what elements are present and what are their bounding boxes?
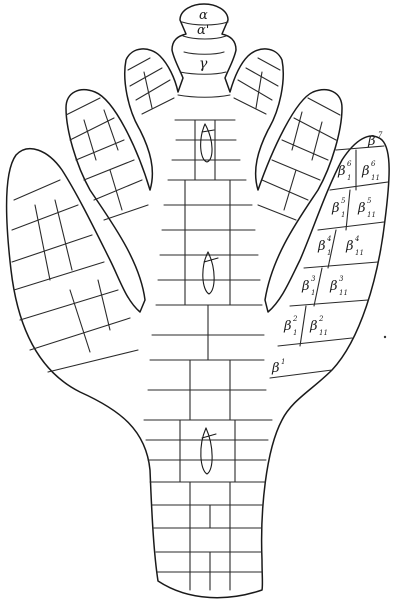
label-beta2-right-sub: 11 <box>319 329 328 337</box>
label-beta5-left-sup: 5 <box>341 197 346 205</box>
label-beta2-right-sup: 2 <box>318 315 324 323</box>
label-beta6-left-sup: 6 <box>347 160 352 168</box>
label-beta3-left: β <box>301 279 310 294</box>
label-alpha-prime: α' <box>197 23 209 38</box>
label-beta1-sup: 1 <box>281 358 285 366</box>
label-gamma: γ <box>199 56 208 72</box>
label-beta5-right: β <box>357 201 366 216</box>
label-beta3-left-sub: 1 <box>311 289 315 297</box>
label-beta6-right-sub: 11 <box>371 174 380 182</box>
upper-left-branch-cells <box>128 58 174 114</box>
label-beta3-right-sup: 3 <box>339 275 344 283</box>
thallus-outline <box>7 4 390 598</box>
label-beta2-left-sup: 2 <box>292 315 298 323</box>
stray-dot <box>384 336 386 338</box>
label-beta3-right-sub: 11 <box>339 289 348 297</box>
label-beta4-right: β <box>345 239 354 254</box>
label-beta1: β <box>271 361 280 376</box>
label-beta4-left-sub: 1 <box>327 249 331 257</box>
label-beta4-right-sup: 4 <box>354 235 359 243</box>
label-beta4-left: β <box>317 239 326 254</box>
label-beta6-left: β <box>337 164 346 179</box>
label-beta4-left-sup: 4 <box>326 235 331 243</box>
central-axis-cells <box>144 120 272 590</box>
label-beta2-right: β <box>309 319 318 334</box>
label-beta2-left-sub: 1 <box>293 329 297 337</box>
label-beta6-left-sub: 1 <box>347 174 351 182</box>
label-beta4-right-sub: 11 <box>355 249 364 257</box>
apex-labels: α α' γ <box>197 8 209 72</box>
left-inner-branch-cells <box>66 98 148 220</box>
label-beta2-left: β <box>283 319 292 334</box>
beta-labels: β 7 β 6 1 β 6 11 β 5 1 β 5 11 β 4 1 β 4 … <box>271 131 383 376</box>
label-beta3-left-sup: 3 <box>311 275 316 283</box>
label-beta5-right-sub: 11 <box>367 211 376 219</box>
label-alpha: α <box>199 8 208 23</box>
label-beta3-right: β <box>329 279 338 294</box>
label-beta6-right: β <box>361 164 370 179</box>
label-beta5-left: β <box>331 201 340 216</box>
label-beta5-right-sup: 5 <box>367 197 372 205</box>
label-beta6-right-sup: 6 <box>371 160 376 168</box>
label-beta7-sup: 7 <box>378 131 383 139</box>
label-beta5-left-sub: 1 <box>341 211 345 219</box>
label-beta7: β <box>367 134 376 149</box>
